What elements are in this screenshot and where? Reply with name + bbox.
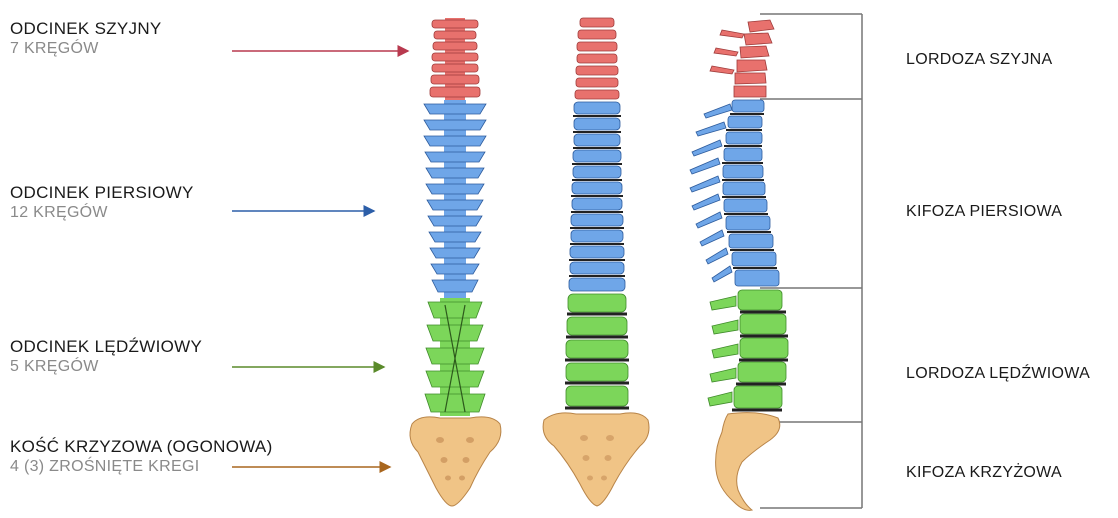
anterior-lumbar bbox=[565, 294, 629, 408]
anterior-thoracic bbox=[569, 102, 625, 291]
lateral-sacrum bbox=[716, 413, 780, 511]
spine-lateral-view bbox=[690, 20, 788, 510]
lateral-thoracic bbox=[690, 100, 779, 286]
anterior-sacrum bbox=[543, 413, 649, 506]
spine-posterior-view bbox=[410, 18, 501, 506]
anterior-cervical bbox=[575, 18, 619, 99]
posterior-lumbar bbox=[425, 298, 485, 416]
posterior-sacrum bbox=[410, 417, 501, 506]
posterior-cervical bbox=[430, 18, 480, 100]
posterior-thoracic bbox=[424, 100, 486, 300]
lateral-lumbar bbox=[708, 290, 788, 410]
spine-anterior-view bbox=[543, 18, 649, 506]
lateral-cervical bbox=[710, 20, 774, 97]
